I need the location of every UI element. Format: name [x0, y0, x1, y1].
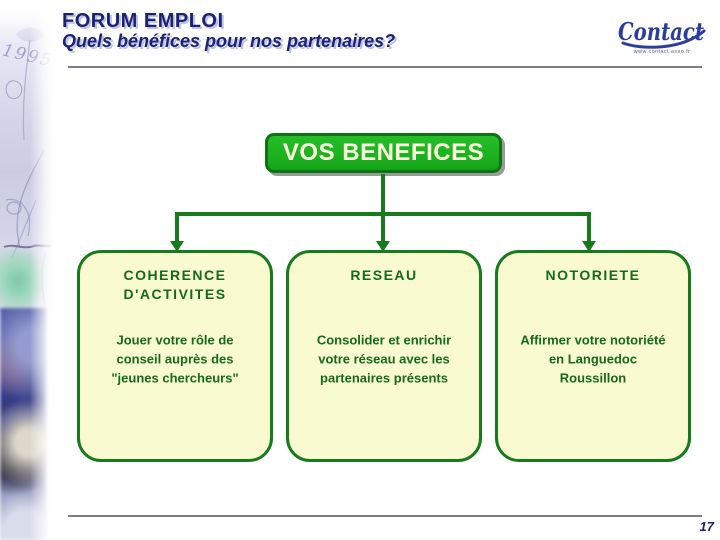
benefit-box-title: COHERENCE D'ACTIVITES — [123, 267, 227, 302]
sidebar-fade-overlay — [0, 0, 54, 540]
benefit-box-notoriete: NOTORIETE Affirmer votre notoriété en La… — [495, 250, 691, 462]
contact-logo-wordmark: Contact — [618, 17, 704, 46]
benefit-box-coherence: COHERENCE D'ACTIVITES Jouer votre rôle d… — [77, 250, 273, 462]
slide-subtitle: Quels bénéfices pour nos partenaires? — [62, 31, 396, 51]
sidebar-decoration: 1995 — [0, 0, 54, 540]
slide-title: FORUM EMPLOI — [62, 10, 224, 32]
benefit-box-body: Affirmer votre notoriété en Languedoc Ro… — [520, 332, 666, 386]
contact-logo-swoosh — [621, 29, 706, 49]
page-number: 17 — [699, 519, 714, 534]
benefit-box-body: Jouer votre rôle de conseil auprès des "… — [111, 332, 239, 386]
header-divider — [68, 66, 702, 68]
contact-logo-art: Contact www.contact.asso.fr — [618, 17, 706, 55]
benefit-box-body: Consolider et enrichir votre réseau avec… — [316, 332, 452, 386]
contact-logo-tagline: www.contact.asso.fr — [633, 49, 691, 55]
diagram-root-box: VOS BENEFICES — [265, 133, 502, 173]
diagram-root-label: VOS BENEFICES — [282, 139, 485, 166]
benefit-box-reseau: RESEAU Consolider et enrichir votre rése… — [286, 250, 482, 462]
benefit-box-title: NOTORIETE — [545, 267, 641, 283]
footer-divider — [68, 515, 702, 517]
contact-logo: Contact www.contact.asso.fr — [610, 13, 712, 57]
benefit-box-title: RESEAU — [350, 267, 418, 283]
